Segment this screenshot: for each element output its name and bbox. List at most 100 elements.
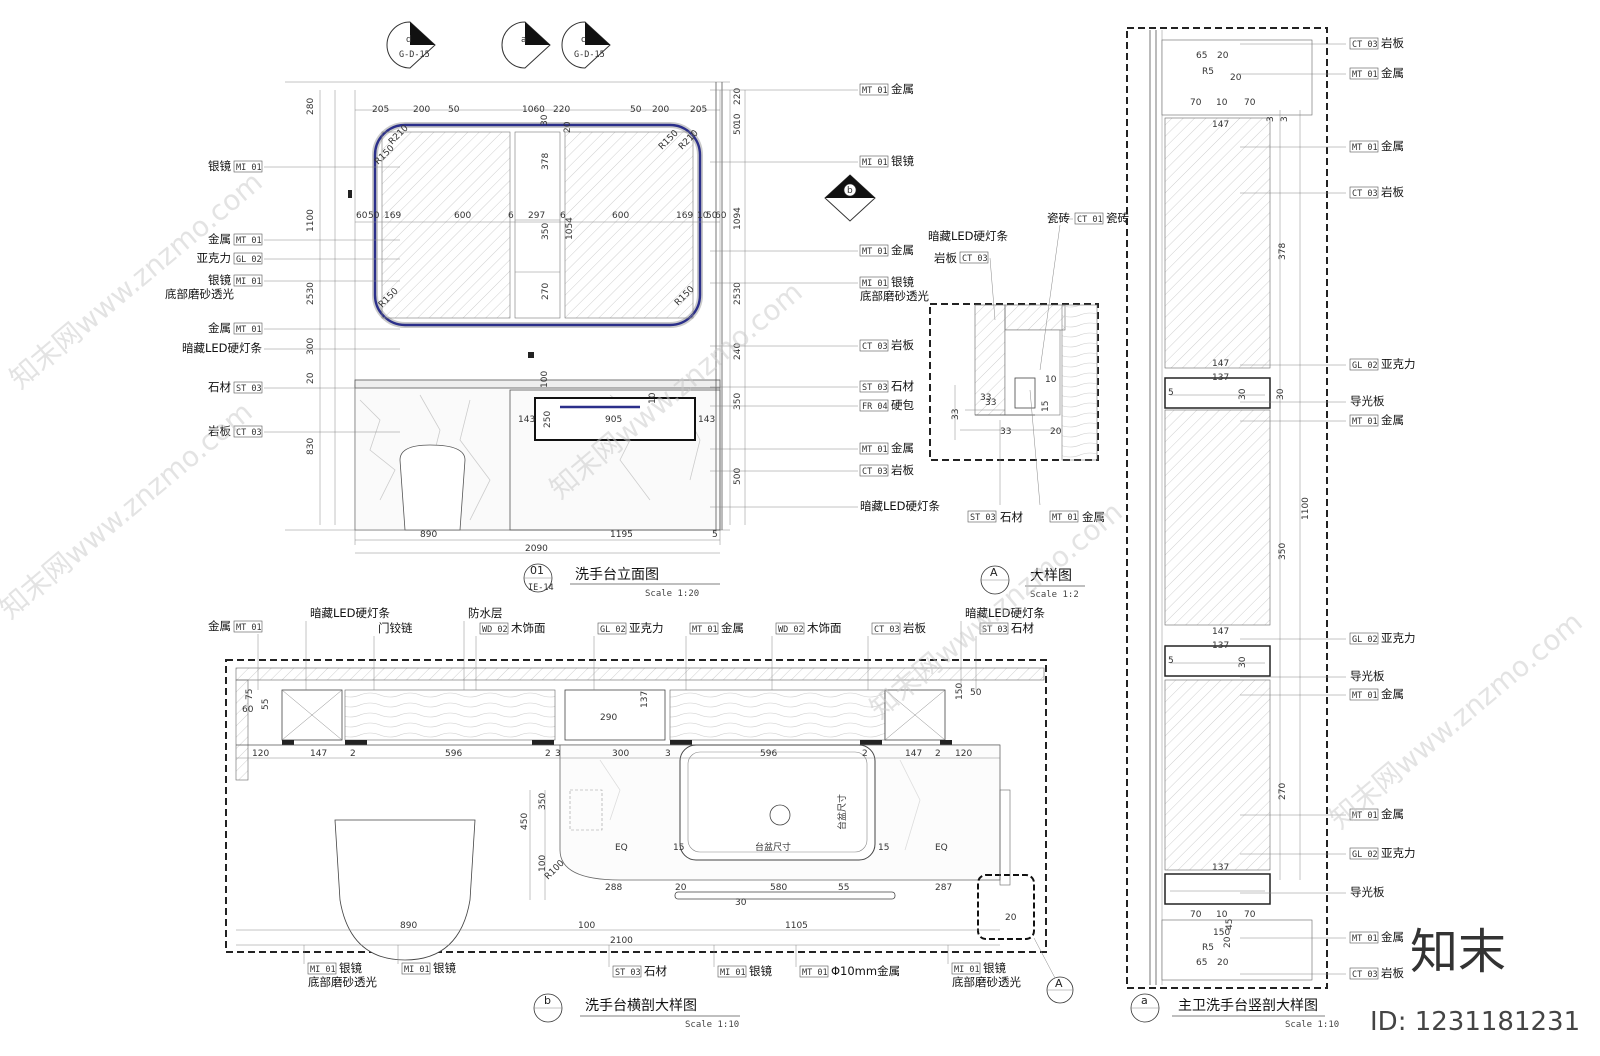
detail-a-dim-1: 33 xyxy=(985,398,996,408)
plan-b-bottom-label-2-code: ST 03 xyxy=(615,968,641,978)
plan-b-dim-misc-3: 30 xyxy=(735,898,747,908)
plan-b-dim-row3-2: 55 xyxy=(838,883,849,893)
elev-right-label-9-name: 暗藏LED硬灯条 xyxy=(860,499,941,513)
plan-b-dim-misc-1: 15 xyxy=(878,843,889,853)
plan-b-dim-row1-4: 2 xyxy=(545,749,551,759)
plan-b-bottom-label-3-name: 银镜 xyxy=(749,964,772,978)
elev-dim-inner-8: 100 xyxy=(540,371,550,388)
elev-dim-top-0: 205 xyxy=(372,105,389,115)
section-a-dim-bottom-8: 65 xyxy=(1196,958,1207,968)
elev-left-label-5-name: 暗藏LED硬灯条 xyxy=(182,341,263,355)
section-a-dim-bottom-9: 20 xyxy=(1217,958,1229,968)
elev-dim-top-4: 220 xyxy=(553,105,570,115)
elev-right-label-5-code: ST 03 xyxy=(862,383,888,393)
plan-b-dim-row2-5: 150 xyxy=(955,683,965,700)
section-a-number: a xyxy=(1141,994,1148,1007)
elev-right-label-1-name: 银镜 xyxy=(891,154,914,168)
elev-right-label-1-code: MI 01 xyxy=(862,158,888,168)
section-a-label-10-code: MT 01 xyxy=(1352,811,1378,821)
section-a-label-7-code: GL 02 xyxy=(1352,635,1378,645)
elev-right-label-4-code: CT 03 xyxy=(862,342,888,352)
elev-right-label-8-name: 岩板 xyxy=(891,463,914,477)
plan-b-dim-row2-3: 55 xyxy=(261,699,271,710)
elev-dim-inner-9: 30 xyxy=(540,114,550,126)
section-a-dim-bottom-1: 70 xyxy=(1190,910,1202,920)
plan-b-top-label-8-code: CT 03 xyxy=(874,625,900,635)
plan-b-dim-row3-0: 288 xyxy=(605,883,622,893)
detail-a-bottom-label-1-name: 金属 xyxy=(1082,510,1105,524)
detail-a-title-block: A 大样图 Scale 1:2 xyxy=(980,565,1085,600)
plan-b-bottom-label-5-name: 银镜 xyxy=(983,961,1006,975)
section-a-dim-mid-11: 270 xyxy=(1278,783,1288,800)
detail-a-scale: Scale 1:2 xyxy=(1030,590,1079,600)
section-marker-d-code: G-D-15 xyxy=(399,50,430,60)
plan-b-basin-label-v: 台盆尺寸 xyxy=(836,794,848,830)
elev-dim-mid-1: 50 xyxy=(368,211,380,221)
elev-dim-mid-0: 60 xyxy=(356,211,368,221)
plan-b-bottom-label-1-name: 银镜 xyxy=(433,961,456,975)
section-marker-d: d G-D-15 xyxy=(386,21,436,69)
elev-dim-inner-1: 350 xyxy=(541,223,551,240)
elev-right-label-7-name: 金属 xyxy=(891,441,914,455)
elev-left-label-6-name: 石材 xyxy=(208,380,231,394)
elev-left-label-4-name: 金属 xyxy=(208,321,231,335)
elev-dim-lv-1: 1100 xyxy=(306,209,316,232)
section-a-label-9-name: 金属 xyxy=(1381,687,1404,701)
elev-left-label-5: 暗藏LED硬灯条 xyxy=(182,341,400,355)
plan-b-dim-row3-1: 580 xyxy=(770,883,787,893)
elev-dim-inner-5: 905 xyxy=(605,415,622,425)
detail-a-top-label-0-text: 瓷砖 xyxy=(1047,211,1070,225)
section-a-label-11-code: GL 02 xyxy=(1352,850,1378,860)
elev-dim-inner-0: 378 xyxy=(541,153,551,170)
elev-left-label-1-code: MT 01 xyxy=(236,236,262,246)
plan-b-dim-row4-2: 1105 xyxy=(785,921,808,931)
elev-right-label-2-code: MT 01 xyxy=(862,247,888,257)
elev-dim-inner-3: 1054 xyxy=(565,217,575,240)
plan-b-dim-row4-1: 100 xyxy=(578,921,595,931)
section-a-label-5-name: 导光板 xyxy=(1350,394,1385,408)
section-marker-a-label: a xyxy=(521,35,527,45)
elev-right-label-5-name: 石材 xyxy=(891,379,914,393)
elev-right-label-3-name: 银镜 xyxy=(891,275,914,289)
section-a-label-11-name: 亚克力 xyxy=(1381,846,1416,860)
plan-b-dim-row1-8: 596 xyxy=(760,749,777,759)
section-a-label-7-name: 亚克力 xyxy=(1381,631,1416,645)
section-marker-c-code: G-D-15 xyxy=(574,50,605,60)
elev-right-label-7-code: MT 01 xyxy=(862,445,888,455)
section-a-label-13-code: MT 01 xyxy=(1352,934,1378,944)
plan-b-bottom-label-0-sub: 底部磨砂透光 xyxy=(308,975,377,989)
elev-dim-top-6: 200 xyxy=(652,105,669,115)
section-a-scale: Scale 1:10 xyxy=(1285,1020,1339,1030)
detail-a-dim-6: 10 xyxy=(1045,375,1057,385)
plan-b-top-label-7-code: WD 02 xyxy=(778,625,804,635)
elev-left-label-3-sub: 底部磨砂透光 xyxy=(165,287,234,301)
elev-dim-top-1: 200 xyxy=(413,105,430,115)
plan-b-dim-row1-5: 3 xyxy=(555,749,561,759)
section-a-dim-mid-1: 137 xyxy=(1212,373,1229,383)
plan-b-dim-row1-11: 2 xyxy=(935,749,941,759)
elev-dim-mid-3: 600 xyxy=(454,211,471,221)
section-a-dim-mid-2: 5 xyxy=(1168,388,1174,398)
plan-b-title: 洗手台横剖大样图 xyxy=(585,998,697,1014)
plan-b-bottom-label-5-code: MI 01 xyxy=(954,965,980,975)
plan-b-top-label-4-name: 木饰面 xyxy=(511,621,546,635)
section-marker-c-label: c xyxy=(581,35,586,45)
plan-b-dim-misc-0: 15 xyxy=(673,843,684,853)
detail-a-dim-0: 33 xyxy=(951,409,961,420)
elev-dim-mid-2: 169 xyxy=(384,211,401,221)
